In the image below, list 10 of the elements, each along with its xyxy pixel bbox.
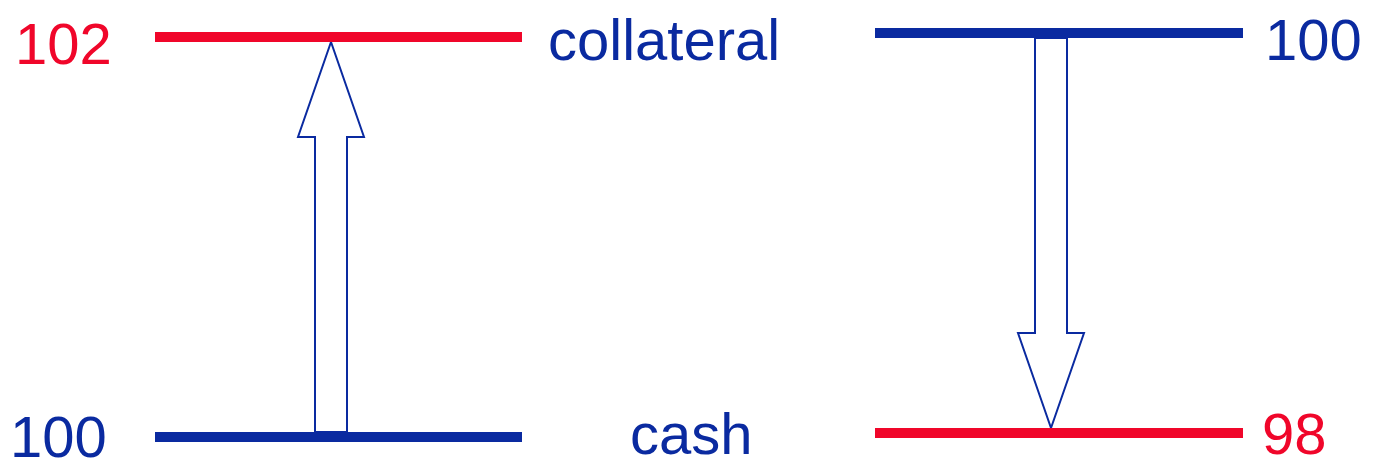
horizontal-bar [155, 432, 522, 442]
value-label: 102 [15, 12, 112, 76]
horizontal-bar [155, 32, 522, 42]
value-label: 100 [1265, 8, 1362, 72]
term-label: cash [630, 402, 753, 466]
horizontal-bar [875, 28, 1243, 38]
value-label: 98 [1262, 402, 1327, 466]
horizontal-bar [875, 428, 1243, 438]
value-label: 100 [10, 405, 107, 469]
term-label: collateral [548, 8, 781, 72]
